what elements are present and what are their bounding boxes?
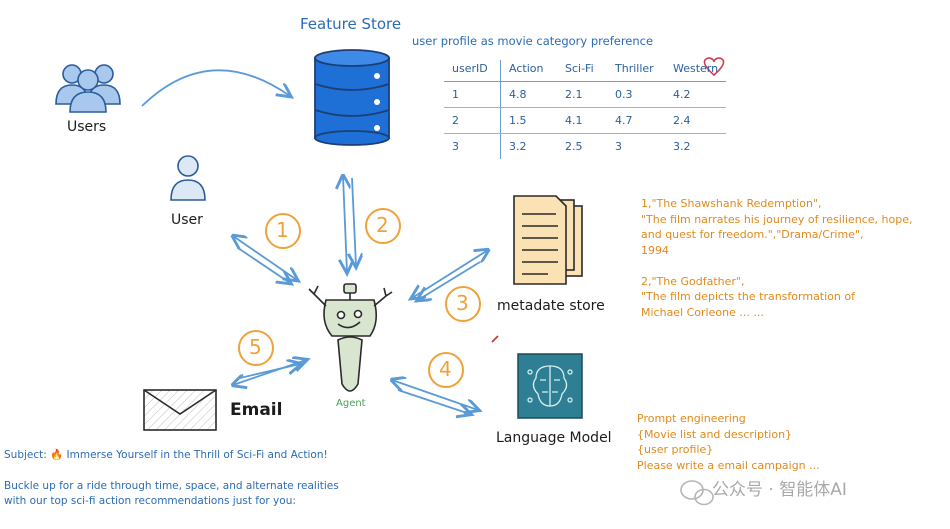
table-cell: 3 xyxy=(444,133,501,159)
metadata-line: "The film depicts the transformation of xyxy=(641,290,855,303)
prompt-line: {Movie list and description} xyxy=(637,427,793,441)
store-agent-arrow-2 xyxy=(352,177,356,266)
email-subject: Subject: 🔥 Immerse Yourself in the Thril… xyxy=(4,449,328,461)
prompt-line: Please write a email campaign ... xyxy=(637,458,820,472)
email-agent-arrow xyxy=(233,360,306,385)
feature-store-title: Feature Store xyxy=(300,15,402,33)
user-agent-arrow-2 xyxy=(237,247,290,283)
table-header-cell: Western xyxy=(665,60,727,82)
table-cell: 3 xyxy=(615,140,622,153)
documents-icon xyxy=(513,195,583,285)
prompt-description: Prompt engineering {Movie list and descr… xyxy=(637,411,820,473)
table-cell: 4.2 xyxy=(665,81,727,108)
table-cell: 4.1 xyxy=(557,107,607,134)
table-header-cell: Thriller xyxy=(607,60,665,82)
table-header-cell: Action xyxy=(500,60,557,82)
llm-agent-arrow xyxy=(392,380,478,410)
table-cell: 2.1 xyxy=(557,81,607,108)
language-model-label: Language Model xyxy=(496,430,612,446)
email-label: Email xyxy=(230,400,283,420)
step-4-number: 4 xyxy=(439,357,452,381)
email-body-line: Buckle up for a ride through time, space… xyxy=(4,480,339,492)
table-row: 3 3.2 2.5 3 3.2 xyxy=(444,133,726,159)
metadata-line: 2,"The Godfather", xyxy=(641,274,745,288)
step-2-circle xyxy=(365,208,401,244)
pen-cursor-icon xyxy=(491,335,499,343)
table-row: 1 4.8 2.1 0.3 4.2 xyxy=(444,81,727,108)
email-body-line: with our top sci-fi action recommendatio… xyxy=(4,495,296,507)
metadata-agent-arrow-2 xyxy=(418,261,481,300)
preference-table: userID Action Sci-Fi Thriller Western 1 … xyxy=(444,60,727,159)
step-3-circle xyxy=(445,286,481,322)
table-cell: 3.2 xyxy=(509,140,527,153)
llm-agent-arrow-2 xyxy=(397,389,470,414)
step-1-number: 1 xyxy=(276,218,289,242)
feature-store-subtitle: user profile as movie category preferenc… xyxy=(412,34,654,48)
metadata-line: Michael Corleone ... ... xyxy=(641,305,764,319)
users-label: Users xyxy=(67,119,107,135)
wechat-logo-icon xyxy=(680,480,714,506)
table-header-cell: Sci-Fi xyxy=(557,60,607,82)
table-cell: 1.5 xyxy=(500,107,557,134)
user-label: User xyxy=(171,212,203,228)
step-2-number: 2 xyxy=(376,213,389,237)
table-cell: 4.7 xyxy=(607,107,665,134)
table-row: 2 1.5 4.1 4.7 2.4 xyxy=(444,107,727,134)
agent-robot-icon xyxy=(308,283,393,392)
table-cell: 1 xyxy=(444,81,501,108)
step-5-circle xyxy=(238,330,274,366)
metadata-line: "The film narrates his journey of resili… xyxy=(641,212,913,226)
email-agent-arrow-2 xyxy=(239,364,300,379)
database-icon xyxy=(314,49,390,146)
user-icon xyxy=(170,155,206,201)
step-3-number: 3 xyxy=(456,291,469,315)
prompt-line: {user profile} xyxy=(637,443,714,456)
table-cell: 0.3 xyxy=(607,81,665,108)
table-cell: 2 xyxy=(444,107,501,134)
metadata-description: 1,"The Shawshank Redemption", "The film … xyxy=(641,196,912,320)
table-cell: 4.8 xyxy=(500,81,557,108)
metadata-line: 1994 xyxy=(641,243,669,257)
email-envelope-icon xyxy=(143,389,217,431)
metadata-line: 1,"The Shawshank Redemption", xyxy=(641,197,822,210)
users-icon xyxy=(55,64,121,113)
table-header-cell: userID xyxy=(444,60,501,82)
table-cell: 3.2 xyxy=(673,140,691,153)
step-5-number: 5 xyxy=(249,335,262,359)
metadata-line: and quest for freedom.","Drama/Crime", xyxy=(641,228,864,241)
language-model-icon xyxy=(517,353,583,419)
metadata-line xyxy=(641,258,912,274)
watermark-text: 公众号 · 智能体AI xyxy=(712,480,847,500)
table-header-row: userID Action Sci-Fi Thriller Western xyxy=(444,60,727,82)
users-to-store-arrow xyxy=(141,69,290,107)
metadata-agent-arrow xyxy=(412,250,488,298)
step-1-circle xyxy=(265,213,301,249)
table-cell: 2.4 xyxy=(665,107,727,134)
store-agent-arrow xyxy=(343,176,347,272)
step-4-circle xyxy=(428,352,464,388)
metadata-store-label: metadate store xyxy=(497,298,605,314)
table-cell: 2.5 xyxy=(565,140,583,153)
agent-label: Agent xyxy=(336,398,366,409)
prompt-line: Prompt engineering xyxy=(637,412,746,425)
